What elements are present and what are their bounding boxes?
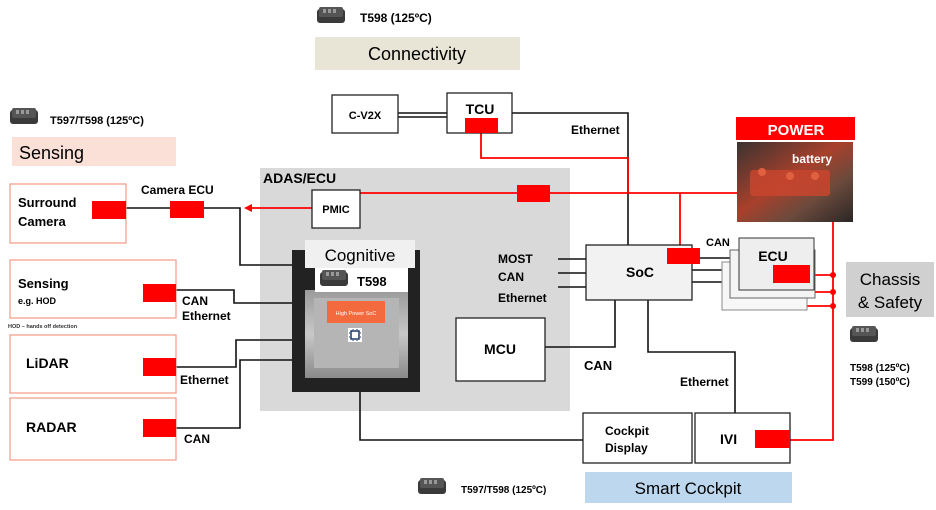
cognitive-header <box>305 240 415 268</box>
ivi-capacitor <box>755 430 790 448</box>
cv2x-label: C-V2X <box>349 110 382 122</box>
chip-icon <box>850 326 878 342</box>
cognitive-title: Cognitive <box>325 246 396 265</box>
mcu-can-label: CAN <box>584 358 612 373</box>
soc-bus-wires <box>558 258 586 288</box>
lidar-ethernet-label: Ethernet <box>180 373 229 387</box>
chassis-chip-label: T599 (150ºC) <box>850 377 910 388</box>
mcu-soc-wire <box>545 300 616 348</box>
processor-chip-icon <box>348 328 362 342</box>
ivi-ethernet-label: Ethernet <box>680 375 729 389</box>
soc-label: SoC <box>626 264 654 280</box>
cockpit-display-label: Cockpit <box>605 424 649 438</box>
soc-ivi-wire <box>647 300 736 413</box>
chip-icon <box>10 108 38 124</box>
lidar-wire <box>176 339 292 368</box>
sensing-title: Sensing <box>19 143 84 163</box>
smart-cockpit-title: Smart Cockpit <box>635 479 742 498</box>
mcu-box <box>455 317 546 382</box>
surround-camera-label: Surround <box>18 195 77 210</box>
tcu-capacitor <box>465 118 498 133</box>
chassis-header <box>846 262 934 317</box>
pmic-box <box>311 189 361 229</box>
tcu-soc-ethernet-wire <box>512 112 629 245</box>
cognitive-chip-label: T598 <box>357 274 387 289</box>
lidar-label: LiDAR <box>26 355 69 371</box>
radar-capacitor <box>143 419 176 437</box>
adas-ecu-title: ADAS/ECU <box>263 170 336 186</box>
camera-ecu-label: Camera ECU <box>141 183 214 197</box>
chassis-title: Chassis <box>860 270 920 289</box>
chip-icon <box>317 7 345 23</box>
battery-label: battery <box>792 152 832 166</box>
lidar-capacitor <box>143 358 176 376</box>
ecu-capacitor <box>773 265 810 283</box>
hod-example-label: e.g. HOD <box>18 296 57 306</box>
hod-capacitor <box>143 284 176 302</box>
ivi-label: IVI <box>720 431 737 447</box>
sensing-hod-box <box>9 259 177 319</box>
power-bus-capacitor <box>517 185 550 202</box>
radar-label: RADAR <box>26 419 77 435</box>
tcu-ethernet-label: Ethernet <box>571 123 620 137</box>
most-label: MOST <box>498 252 533 266</box>
cv2x-box <box>331 94 399 134</box>
connectivity-header <box>315 37 520 70</box>
camera-ecu-capacitor <box>170 201 204 218</box>
power-title: POWER <box>768 122 825 139</box>
ecu-label: ECU <box>758 248 788 264</box>
cockpit-display-box <box>582 412 693 464</box>
tcu-power-wire <box>480 133 629 193</box>
can-label: CAN <box>498 270 524 284</box>
surround-camera-label: Camera <box>18 214 66 229</box>
connectivity-title: Connectivity <box>368 44 466 64</box>
chip-icon <box>320 270 348 286</box>
arrow-left-icon <box>244 204 252 212</box>
sensing-chip-label: T597/T598 (125ºC) <box>50 115 144 127</box>
power-header <box>736 117 855 140</box>
sensing-header <box>12 137 176 166</box>
high-power-soc-label: High Power SoC <box>336 311 377 317</box>
hod-footnote: HOD – hands off detection <box>8 324 78 330</box>
cockpit-display-label: Display <box>605 441 648 455</box>
chassis-chip-label: T598 (125ºC) <box>850 363 910 374</box>
radar-wire <box>176 359 292 429</box>
pmic-label: PMIC <box>322 204 350 216</box>
ecu-can-label: CAN <box>706 237 730 249</box>
connectivity-chip-label: T598 (125ºC) <box>360 11 432 25</box>
radar-can-label: CAN <box>184 432 210 446</box>
cockpit-chip-label: T597/T598 (125ºC) <box>461 485 546 496</box>
hod-wire <box>176 289 292 304</box>
tcu-label: TCU <box>466 101 495 117</box>
chip-icon <box>418 478 446 494</box>
soc-capacitor <box>667 248 700 264</box>
chassis-title: & Safety <box>858 293 923 312</box>
high-power-soc <box>327 301 385 323</box>
mcu-label: MCU <box>484 341 516 357</box>
smart-cockpit-header <box>585 472 792 503</box>
hod-can-label: CAN <box>182 294 208 308</box>
camera-capacitor <box>92 201 126 219</box>
hod-ethernet-label: Ethernet <box>182 309 231 323</box>
ethernet-label: Ethernet <box>498 291 547 305</box>
sensing-hod-label: Sensing <box>18 276 69 291</box>
cognitive-cockpit-wire <box>359 392 583 441</box>
